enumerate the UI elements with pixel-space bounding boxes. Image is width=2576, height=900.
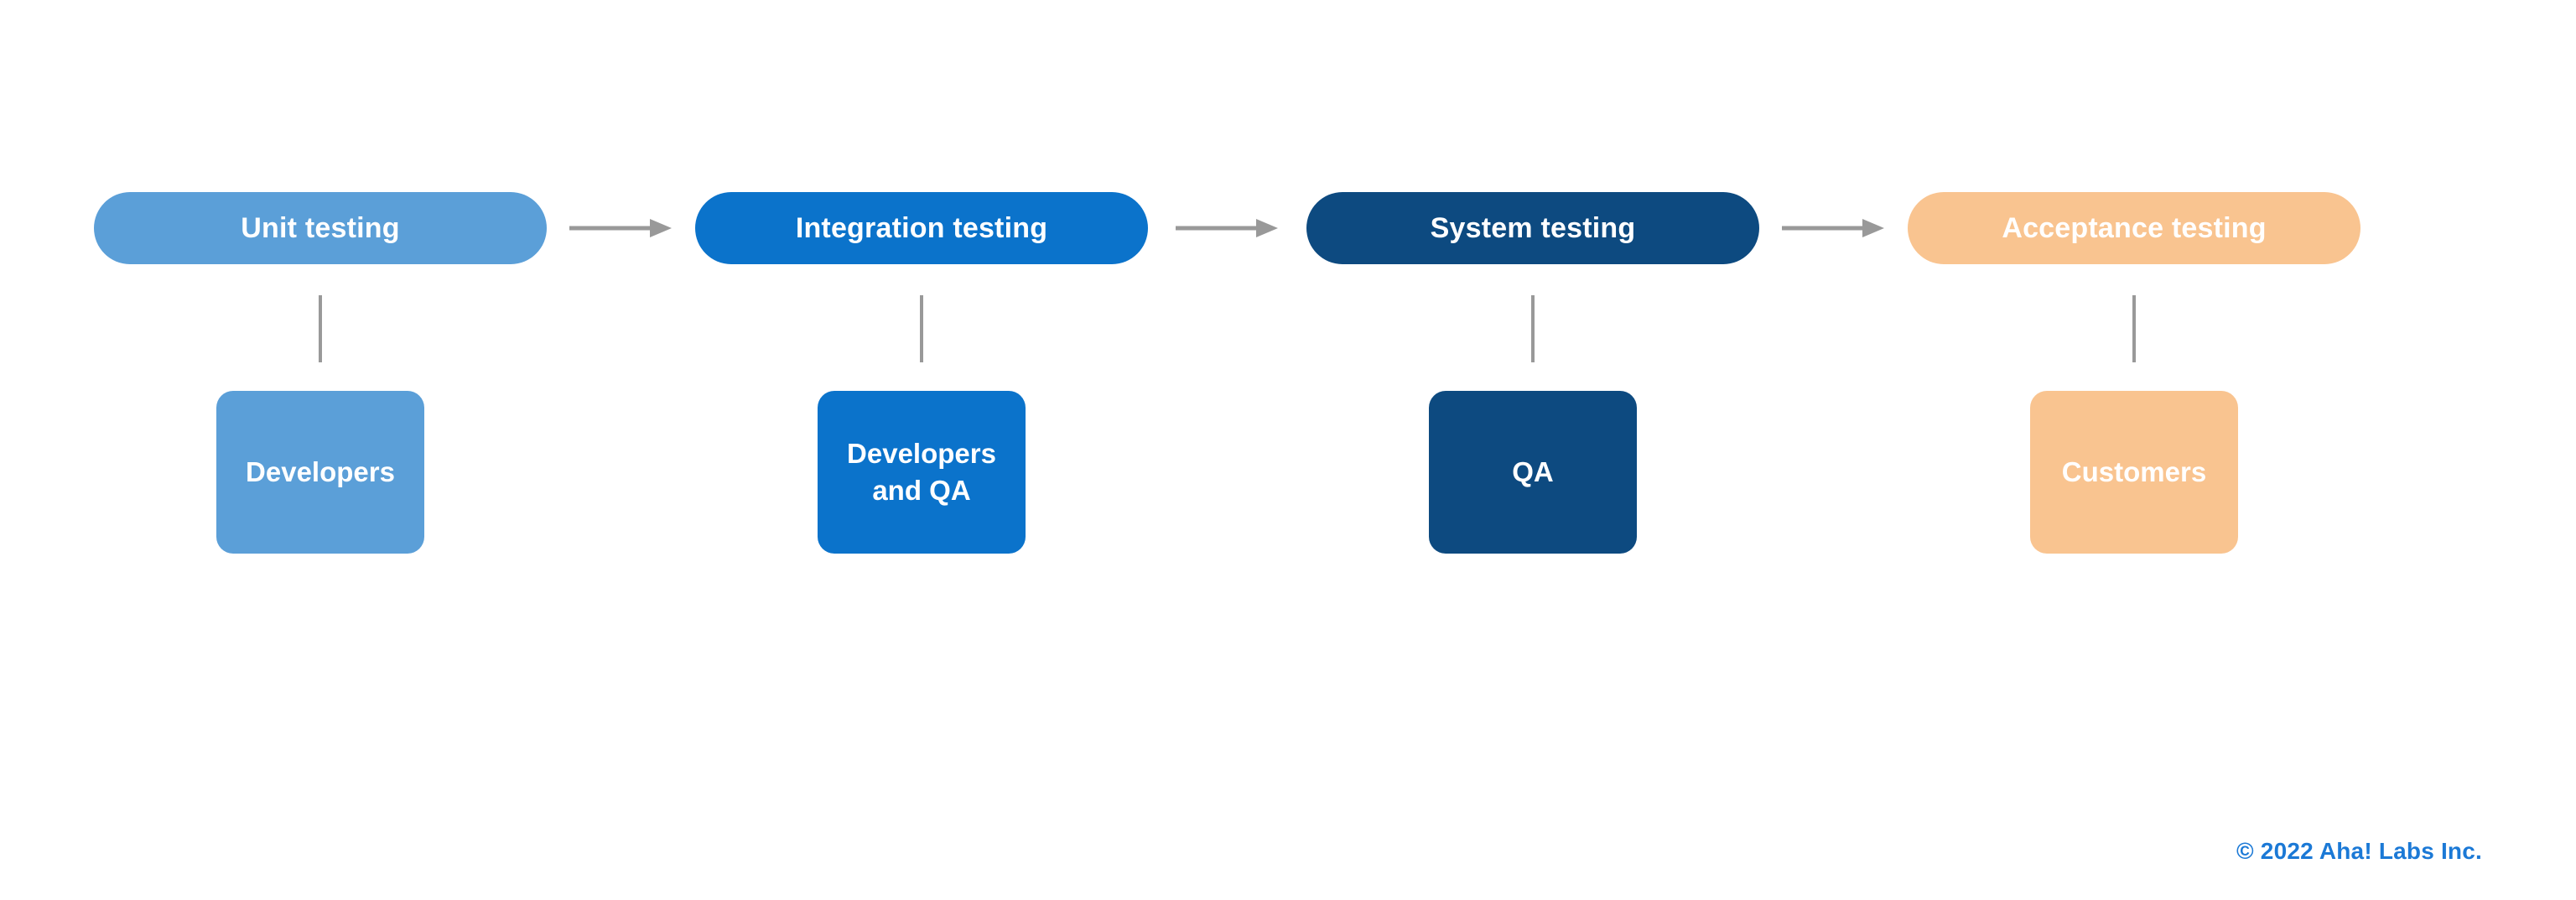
flow-arrow-icon (1176, 219, 1278, 237)
stage-pill-label: Unit testing (241, 211, 400, 244)
actor-box-label: Developers and QA (847, 438, 996, 506)
stage-acceptance-testing: Acceptance testing Customers (1908, 192, 2360, 554)
stage-pill-label: Acceptance testing (2002, 211, 2267, 244)
connector-line (319, 295, 322, 362)
actor-box-label: Developers (246, 456, 395, 488)
actor-box-developers: Developers (216, 391, 424, 554)
stage-pill-integration-testing: Integration testing (695, 192, 1148, 264)
connector-line (2132, 295, 2136, 362)
stage-pill-label: System testing (1430, 211, 1636, 244)
connector-line (920, 295, 923, 362)
copyright-notice: © 2022 Aha! Labs Inc. (2236, 838, 2482, 864)
flow-arrow-icon (1782, 219, 1884, 237)
actor-box-developers-and-qa: Developers and QA (818, 391, 1026, 554)
stage-integration-testing: Integration testing Developers and QA (695, 192, 1148, 554)
stage-pill-system-testing: System testing (1306, 192, 1759, 264)
stage-pill-unit-testing: Unit testing (94, 192, 547, 264)
stage-unit-testing: Unit testing Developers (94, 192, 547, 554)
stage-pill-label: Integration testing (795, 211, 1048, 244)
stage-system-testing: System testing QA (1306, 192, 1759, 554)
flow-arrow-icon (569, 219, 672, 237)
actor-box-qa: QA (1429, 391, 1637, 554)
actor-box-label: QA (1512, 456, 1554, 488)
actor-box-label: Customers (2061, 456, 2207, 488)
stage-pill-acceptance-testing: Acceptance testing (1908, 192, 2360, 264)
actor-box-customers: Customers (2030, 391, 2238, 554)
connector-line (1531, 295, 1535, 362)
